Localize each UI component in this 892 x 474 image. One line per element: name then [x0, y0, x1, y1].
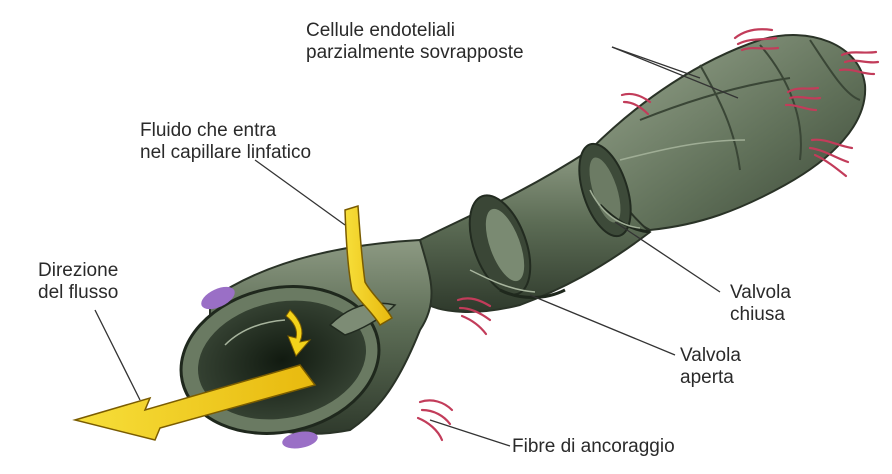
label-fibre-di-ancoraggio: Fibre di ancoraggio — [512, 436, 675, 458]
label-direzione: Direzione del flusso — [38, 260, 118, 304]
vessel-middle-segment — [420, 138, 650, 312]
label-valvola-chiusa-line2: chiusa — [730, 304, 791, 326]
label-cellule-line2: parzialmente sovrapposte — [306, 42, 524, 64]
label-cellule-line1: Cellule endoteliali — [306, 20, 524, 42]
label-fibre-line1: Fibre di ancoraggio — [512, 436, 675, 458]
label-valvola-chiusa: Valvola chiusa — [730, 282, 791, 326]
vessel-tip-segment — [590, 35, 865, 230]
label-fluido-line2: nel capillare linfatico — [140, 142, 311, 164]
label-valvola-aperta: Valvola aperta — [680, 345, 741, 389]
label-direzione-line1: Direzione — [38, 260, 118, 282]
label-valvola-aperta-line2: aperta — [680, 367, 741, 389]
label-valvola-chiusa-line1: Valvola — [730, 282, 791, 304]
label-fluido: Fluido che entra nel capillare linfatico — [140, 120, 311, 164]
label-valvola-aperta-line1: Valvola — [680, 345, 741, 367]
label-fluido-line1: Fluido che entra — [140, 120, 311, 142]
label-cellule-endoteliali: Cellule endoteliali parzialmente sovrapp… — [306, 20, 524, 64]
label-direzione-line2: del flusso — [38, 282, 118, 304]
